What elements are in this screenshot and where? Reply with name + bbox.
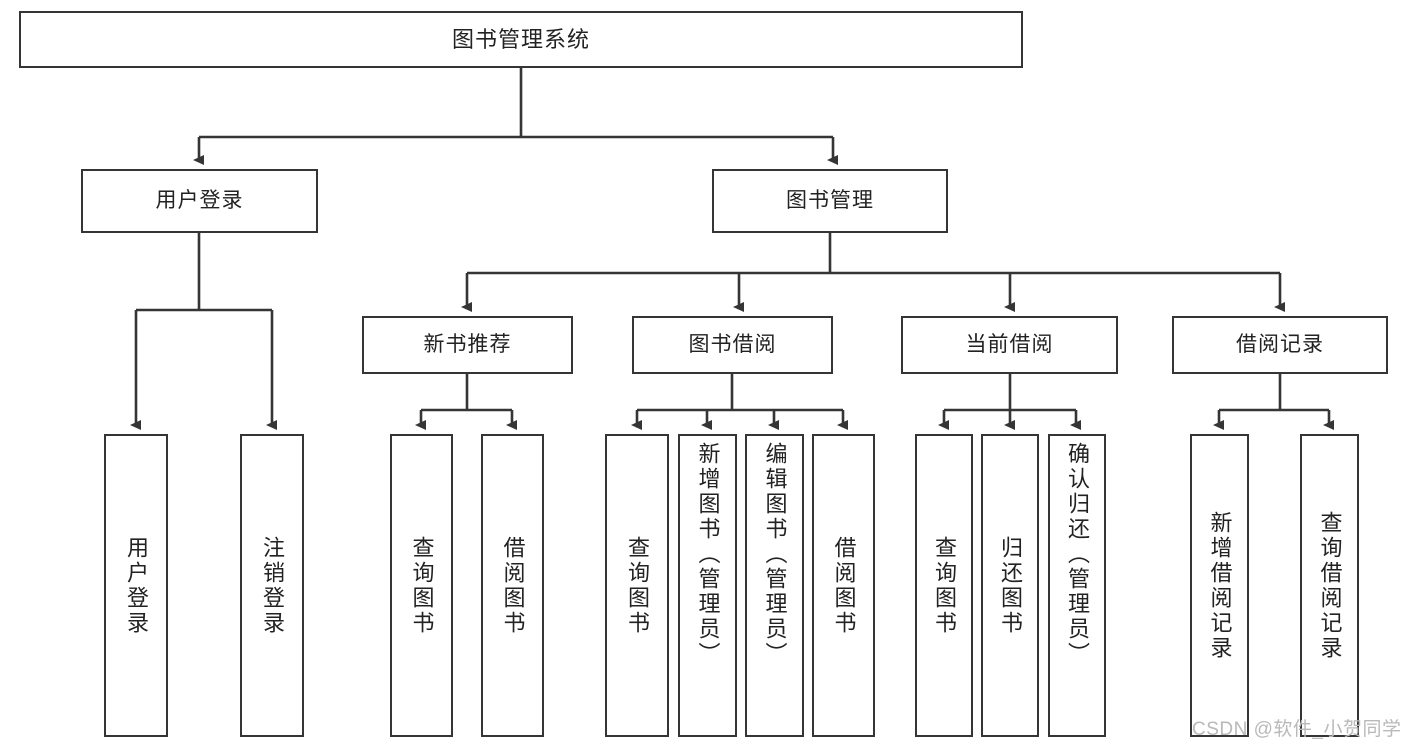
- node-label: 当前借阅: [965, 332, 1054, 356]
- node-label: 确认归还（管理员）: [1065, 442, 1090, 667]
- node-label: 用户登录: [124, 535, 149, 636]
- leaf-new-books-borrow[interactable]: 借阅图书: [481, 434, 544, 737]
- leaf-borrow-borrow-book[interactable]: 借阅图书: [812, 434, 875, 737]
- node-label: 查询图书: [409, 535, 435, 636]
- node-label: 编辑图书（管理员）: [762, 442, 788, 667]
- leaf-current-query[interactable]: 查询图书: [915, 434, 973, 737]
- node-label: 新增图书（管理员）: [695, 442, 721, 667]
- node-book-borrow[interactable]: 图书借阅: [632, 316, 833, 374]
- node-current-borrow[interactable]: 当前借阅: [901, 316, 1118, 374]
- node-label: 新书推荐: [423, 332, 512, 356]
- leaf-borrow-add-book-admin[interactable]: 新增图书（管理员）: [678, 434, 737, 737]
- leaf-borrow-query[interactable]: 查询图书: [605, 434, 669, 737]
- node-book-management[interactable]: 图书管理: [712, 169, 948, 233]
- node-label: 图书管理: [786, 188, 874, 212]
- leaf-records-add[interactable]: 新增借阅记录: [1190, 434, 1249, 737]
- node-user-login[interactable]: 用户登录: [81, 169, 318, 233]
- leaf-current-confirm-return-admin[interactable]: 确认归还（管理员）: [1048, 434, 1106, 737]
- node-root-system[interactable]: 图书管理系统: [19, 11, 1023, 68]
- node-label: 借阅图书: [500, 535, 526, 636]
- node-label: 借阅图书: [831, 535, 857, 636]
- leaf-user-login-signout[interactable]: 注销登录: [240, 434, 304, 737]
- node-label: 归还图书: [998, 535, 1023, 636]
- node-label: 借阅记录: [1236, 332, 1324, 356]
- node-borrow-records[interactable]: 借阅记录: [1172, 316, 1388, 374]
- leaf-records-query[interactable]: 查询借阅记录: [1300, 434, 1359, 737]
- node-label: 图书管理系统: [451, 26, 590, 52]
- node-label: 新增借阅记录: [1207, 510, 1233, 661]
- csdn-watermark: CSDN @软件_小贺同学: [1192, 719, 1402, 740]
- node-label: 图书借阅: [688, 332, 777, 356]
- leaf-user-login-signin[interactable]: 用户登录: [104, 434, 168, 737]
- node-label: 查询图书: [625, 535, 650, 636]
- node-label: 查询图书: [932, 535, 957, 636]
- leaf-borrow-edit-book-admin[interactable]: 编辑图书（管理员）: [745, 434, 804, 737]
- leaf-current-return-book[interactable]: 归还图书: [981, 434, 1039, 737]
- node-label: 注销登录: [260, 535, 285, 636]
- node-label: 查询借阅记录: [1317, 510, 1343, 661]
- node-new-book-recommend[interactable]: 新书推荐: [362, 316, 573, 374]
- node-label: 用户登录: [155, 188, 244, 212]
- leaf-new-books-query[interactable]: 查询图书: [390, 434, 453, 737]
